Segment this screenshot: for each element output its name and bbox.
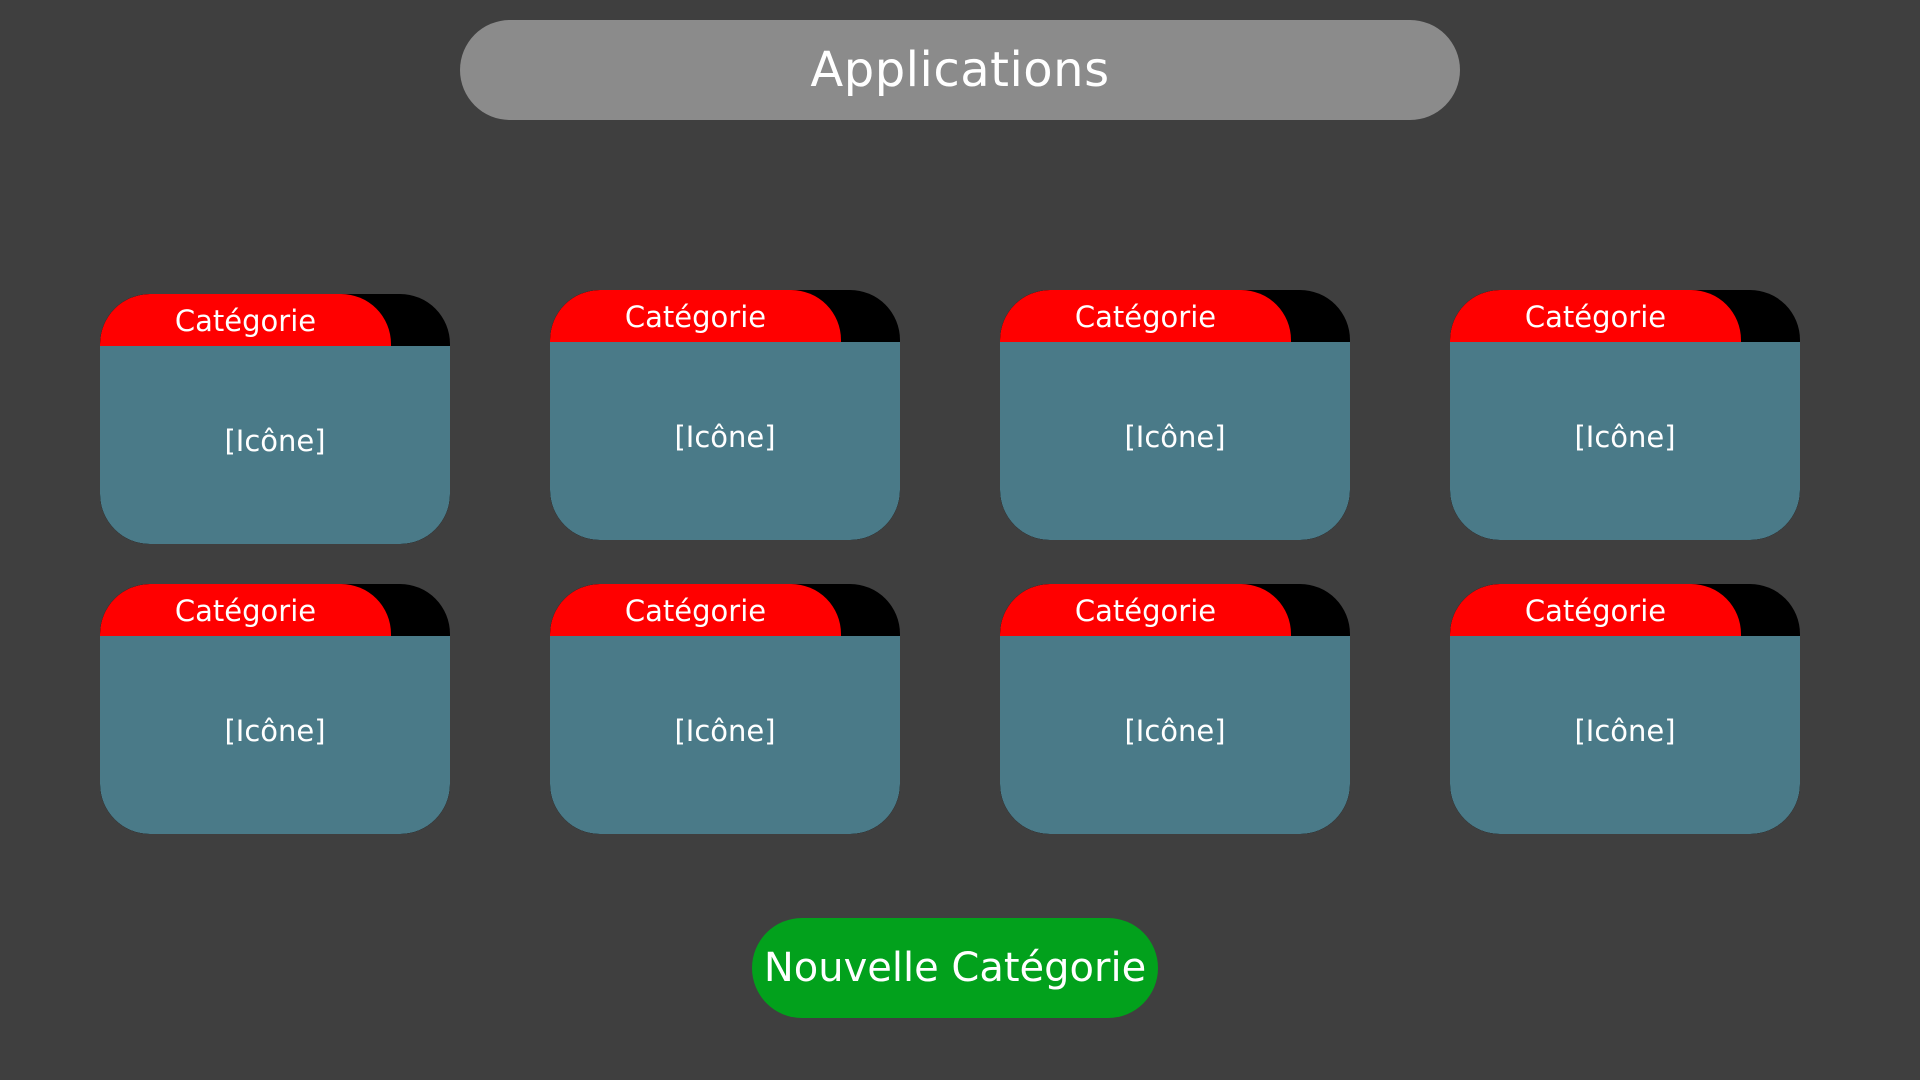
category-icon-area: [Icône] xyxy=(100,636,450,834)
category-label: Catégorie xyxy=(624,594,767,628)
category-label: Catégorie xyxy=(174,304,317,338)
category-card[interactable]: Catégorie [Icône] xyxy=(1450,290,1800,540)
category-card[interactable]: Catégorie [Icône] xyxy=(1450,584,1800,834)
category-card[interactable]: Catégorie [Icône] xyxy=(1000,290,1350,540)
category-icon-placeholder: [Icône] xyxy=(1574,420,1676,454)
category-label: Catégorie xyxy=(1524,300,1667,334)
category-icon-placeholder: [Icône] xyxy=(1124,420,1226,454)
category-label: Catégorie xyxy=(1074,594,1217,628)
category-icon-placeholder: [Icône] xyxy=(224,714,326,748)
category-icon-placeholder: [Icône] xyxy=(1124,714,1226,748)
page-title-text: Applications xyxy=(810,42,1110,98)
category-tab: Catégorie xyxy=(100,294,391,346)
category-icon-area: [Icône] xyxy=(100,346,450,544)
new-category-button[interactable]: Nouvelle Catégorie xyxy=(752,918,1158,1018)
category-icon-placeholder: [Icône] xyxy=(1574,714,1676,748)
category-label: Catégorie xyxy=(1524,594,1667,628)
category-tab: Catégorie xyxy=(1450,584,1741,636)
category-icon-area: [Icône] xyxy=(550,342,900,540)
category-card[interactable]: Catégorie [Icône] xyxy=(1000,584,1350,834)
category-icon-placeholder: [Icône] xyxy=(674,420,776,454)
category-label: Catégorie xyxy=(624,300,767,334)
category-icon-placeholder: [Icône] xyxy=(674,714,776,748)
category-label: Catégorie xyxy=(174,594,317,628)
category-tab: Catégorie xyxy=(1450,290,1741,342)
category-tab: Catégorie xyxy=(1000,584,1291,636)
category-icon-area: [Icône] xyxy=(1450,636,1800,834)
page-title: Applications xyxy=(460,20,1460,120)
category-icon-area: [Icône] xyxy=(550,636,900,834)
category-card[interactable]: Catégorie [Icône] xyxy=(100,294,450,544)
category-icon-area: [Icône] xyxy=(1000,342,1350,540)
category-label: Catégorie xyxy=(1074,300,1217,334)
category-card[interactable]: Catégorie [Icône] xyxy=(100,584,450,834)
category-icon-placeholder: [Icône] xyxy=(224,424,326,458)
category-card[interactable]: Catégorie [Icône] xyxy=(550,290,900,540)
category-tab: Catégorie xyxy=(100,584,391,636)
new-category-button-label: Nouvelle Catégorie xyxy=(763,945,1147,991)
category-card[interactable]: Catégorie [Icône] xyxy=(550,584,900,834)
category-tab: Catégorie xyxy=(1000,290,1291,342)
category-tab: Catégorie xyxy=(550,290,841,342)
category-tab: Catégorie xyxy=(550,584,841,636)
category-icon-area: [Icône] xyxy=(1000,636,1350,834)
category-icon-area: [Icône] xyxy=(1450,342,1800,540)
